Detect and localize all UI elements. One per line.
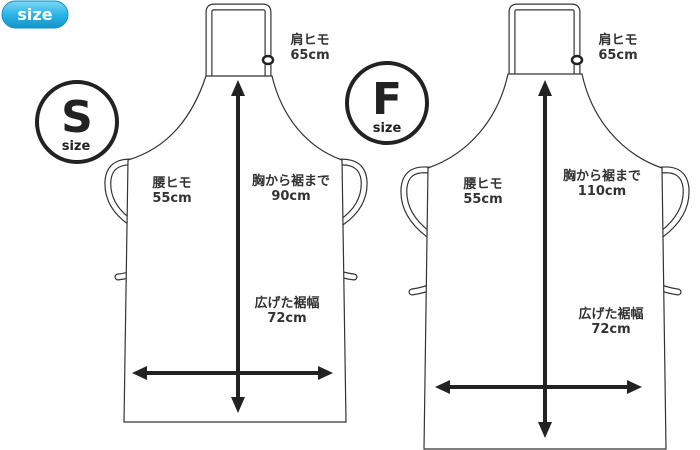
apron-s-strap-buckle [261,54,275,66]
apron-f-length-value: 110cm [578,184,626,199]
apron-f-shoulder-value: 65cm [598,48,637,63]
apron-f-shoulder-label: 肩ヒモ [598,32,637,48]
apron-s: S size 肩ヒモ 65cm 腰ヒモ 55cm 胸から裾まで 90cm 広げた… [35,3,368,423]
apron-f-hem-value: 72cm [591,322,630,337]
apron-s-shoulder-label: 肩ヒモ [290,32,329,48]
apron-s-size-word: size [62,139,91,154]
apron-f-waist-value: 55cm [463,192,502,207]
size-badge-label: size [17,5,52,24]
apron-s-length-value: 90cm [271,189,310,204]
apron-s-size-circle [35,80,119,164]
apron-f-waist-label: 腰ヒモ [462,177,502,192]
apron-f-strap-buckle [570,54,584,66]
apron-s-hem-label: 広げた裾幅 [254,295,319,311]
apron-s-size-letter: S [61,92,93,143]
apron-s-body [123,75,347,423]
size-badge: size [1,0,69,29]
apron-f-size-word: size [373,121,402,136]
apron-s-shoulder-value: 65cm [290,48,329,63]
apron-s-hem-value: 72cm [267,311,306,326]
apron-f-hem-label: 広げた裾幅 [578,306,643,322]
apron-s-waist-value: 55cm [152,191,191,206]
apron-s-length-label: 胸から裾まで [252,173,330,189]
apron-f-length-label: 胸から裾まで [563,168,641,184]
apron-f-size-letter: F [372,74,402,125]
apron-f: F size 肩ヒモ 65cm 腰ヒモ 55cm 胸から裾まで 110cm 広げ… [345,3,690,450]
apron-f-size-circle [345,61,429,145]
apron-s-waist-label: 腰ヒモ [151,176,191,191]
